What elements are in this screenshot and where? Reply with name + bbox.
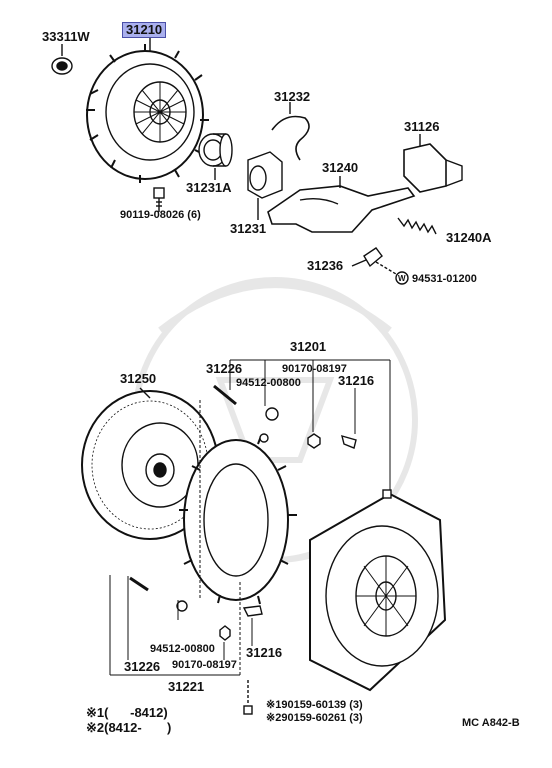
label-33311W: 33311W bbox=[42, 29, 90, 44]
label-31240A: 31240A bbox=[446, 230, 492, 245]
legend-row-1: ※1( -8412) bbox=[86, 705, 168, 720]
label-90119: 90119-08026 (6) bbox=[120, 209, 201, 221]
clip-31216-bottom[interactable] bbox=[242, 605, 263, 617]
label-31126: 31126 bbox=[404, 119, 440, 134]
label-31226-top: 31226 bbox=[206, 361, 243, 376]
label-90170-bottom: 90170-08197 bbox=[172, 659, 237, 671]
legend-row-2: ※2(8412- ) bbox=[86, 720, 172, 735]
part-31240-release-fork[interactable] bbox=[267, 176, 416, 233]
part-90119-bolt[interactable] bbox=[153, 187, 165, 212]
label-31226-bottom: 31226 bbox=[124, 659, 161, 674]
label-90170-top: 90170-08197 bbox=[282, 363, 347, 375]
label-31216-top: 31216 bbox=[338, 373, 375, 388]
part-31250-clutch-disc[interactable] bbox=[81, 387, 219, 540]
part-31240A-spring[interactable] bbox=[397, 217, 437, 235]
part-31236-pivot[interactable] bbox=[351, 247, 383, 268]
part-31231A-bearing[interactable] bbox=[198, 133, 233, 180]
label-290159: ※290159-60261 (3) bbox=[266, 712, 363, 724]
washer-94512-top[interactable] bbox=[265, 407, 279, 421]
label-31216-bottom: 31216 bbox=[246, 645, 283, 660]
label-31240: 31240 bbox=[322, 160, 359, 175]
label-190159: ※190159-60139 (3) bbox=[266, 699, 363, 711]
label-31231A: 31231A bbox=[186, 180, 232, 195]
label-31221: 31221 bbox=[168, 679, 205, 694]
part-pressure-plate[interactable] bbox=[179, 433, 297, 605]
part-31210-clutch-cover-top[interactable] bbox=[86, 36, 209, 183]
label-94512-top: 94512-00800 bbox=[236, 377, 301, 389]
part-33311W-seal[interactable] bbox=[51, 44, 73, 75]
bolt-190159[interactable] bbox=[243, 680, 253, 715]
label-31210: 31210 bbox=[122, 22, 167, 38]
label-31250: 31250 bbox=[120, 371, 157, 386]
label-31201: 31201 bbox=[290, 339, 327, 354]
bolt-31226-top[interactable] bbox=[213, 384, 237, 406]
nut-90170-bottom[interactable] bbox=[219, 625, 231, 641]
part-31126-release-cylinder[interactable] bbox=[403, 134, 463, 193]
washer-94512-bottom[interactable] bbox=[176, 600, 188, 612]
leader-lines bbox=[109, 359, 391, 676]
clip-31216-top[interactable] bbox=[341, 434, 357, 449]
part-clutch-cover-bottom[interactable] bbox=[309, 489, 447, 692]
nut-90170-top[interactable] bbox=[307, 433, 321, 449]
bolt-31226-bottom[interactable] bbox=[129, 576, 149, 592]
label-31232: 31232 bbox=[274, 89, 311, 104]
label-94531: 94531-01200 bbox=[412, 273, 477, 285]
washer-mark-94531: W bbox=[398, 274, 406, 283]
washer-94531[interactable] bbox=[375, 261, 409, 285]
part-31232-clip[interactable] bbox=[271, 102, 310, 161]
part-31231-release-hub[interactable] bbox=[247, 151, 283, 220]
diagram-code: MC A842-B bbox=[462, 717, 520, 729]
label-31231: 31231 bbox=[230, 221, 267, 236]
label-31236: 31236 bbox=[307, 258, 344, 273]
label-94512-bottom: 94512-00800 bbox=[150, 643, 215, 655]
